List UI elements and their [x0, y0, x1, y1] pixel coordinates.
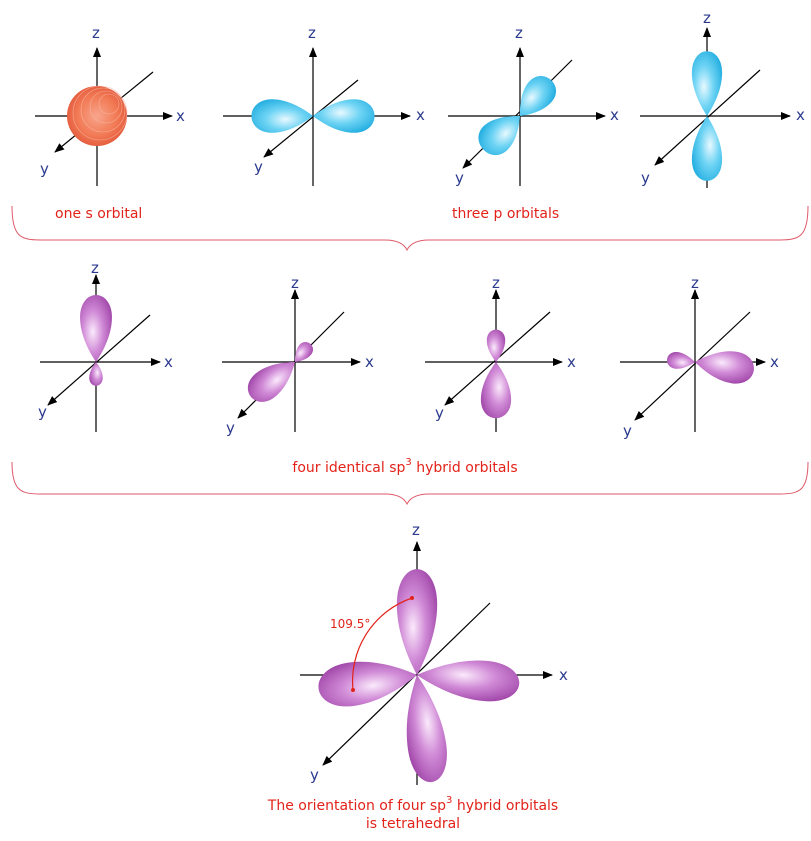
p-lobe-negative-z: [691, 116, 723, 181]
x-label: x: [365, 353, 374, 371]
sp3-hybrid-panel-2: z x y: [222, 274, 374, 437]
z-label: z: [92, 24, 100, 42]
y-label: y: [254, 158, 263, 176]
tetrahedral-caption-line2: is tetrahedral: [366, 816, 460, 832]
hybrid-major-lobe: [80, 295, 112, 362]
x-label: x: [567, 353, 576, 371]
z-label: z: [515, 24, 523, 42]
angle-arc: [351, 597, 413, 691]
py-orbital-panel: z x y: [448, 24, 619, 187]
y-axis: [47, 314, 151, 406]
tetrahedral-caption-line1: The orientation of four sp3 hybrid orbit…: [267, 795, 558, 814]
z-label: z: [703, 9, 711, 27]
y-label: y: [310, 766, 319, 784]
y-label: y: [40, 160, 49, 178]
hybrid-major-lobe: [480, 362, 512, 419]
pz-orbital-panel: z x y: [640, 9, 805, 188]
z-label: z: [691, 274, 699, 292]
x-label: x: [559, 666, 568, 684]
s-orbital-caption: one s orbital: [55, 206, 142, 222]
y-label: y: [226, 419, 235, 437]
x-label: x: [164, 353, 173, 371]
y-axis: [263, 79, 359, 158]
x-label: x: [416, 106, 425, 124]
z-label: z: [412, 521, 420, 539]
tetrahedral-lobe-up: [396, 569, 438, 675]
tetrahedral-lobe-left: [315, 653, 421, 711]
p-orbitals-caption: three p orbitals: [452, 206, 559, 222]
px-orbital-panel: z x y: [223, 24, 425, 186]
angle-arc-end: [351, 688, 355, 692]
row1-bracket: [11, 205, 809, 252]
y-label: y: [623, 422, 632, 440]
x-label: x: [770, 353, 779, 371]
y-label: y: [435, 404, 444, 422]
p-lobe-negative-x: [251, 99, 313, 133]
p-lobe-positive-z: [691, 51, 723, 116]
s-orbital-panel: z x y: [35, 24, 185, 186]
angle-arc-start: [410, 596, 414, 600]
angle-label: 109.5°: [330, 617, 370, 631]
y-axis: [462, 59, 573, 169]
y-label: y: [38, 403, 47, 421]
sp3-hybrid-panel-3: z x y: [425, 274, 576, 432]
sphere-contour-lines: [72, 85, 128, 141]
p-lobe-positive-x: [313, 99, 375, 133]
z-label: z: [492, 274, 500, 292]
y-axis: [634, 311, 751, 421]
z-label: z: [91, 259, 99, 277]
z-label: z: [308, 24, 316, 42]
y-label: y: [455, 169, 464, 187]
x-label: x: [176, 107, 185, 125]
z-label: z: [291, 274, 299, 292]
sp3-caption: four identical sp3 hybrid orbitals: [292, 457, 517, 476]
x-label: x: [610, 106, 619, 124]
sp3-hybrid-panel-1: z x y: [38, 259, 173, 432]
tetrahedral-lobe-right: [415, 654, 521, 705]
s-orbital-sphere: [67, 86, 127, 146]
hybrid-minor-lobe: [486, 329, 506, 362]
tetrahedral-panel: 109.5° z x y: [300, 521, 568, 785]
y-axis: [322, 602, 491, 766]
row2-bracket: [11, 461, 809, 506]
hybrid-major-lobe: [692, 346, 757, 387]
hybrid-minor-lobe: [89, 362, 103, 386]
x-label: x: [796, 106, 805, 124]
y-label: y: [641, 169, 650, 187]
sp3-hybrid-panel-4: z x y: [620, 274, 779, 440]
